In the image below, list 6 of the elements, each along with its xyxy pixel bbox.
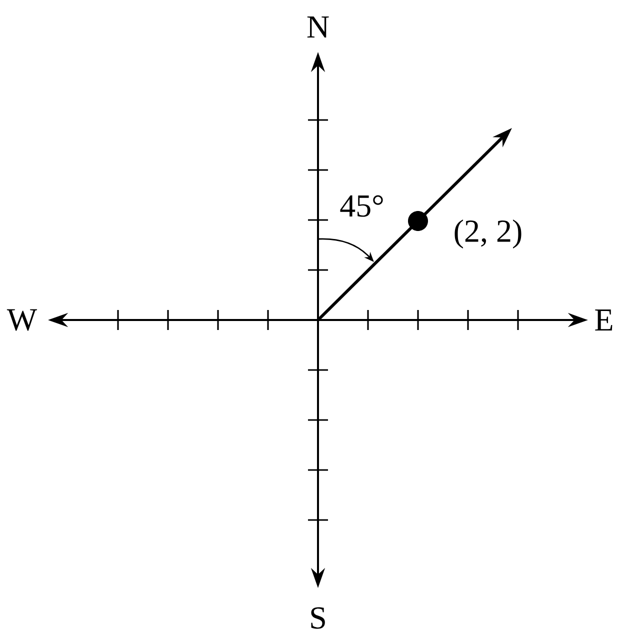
angle-label: 45°	[340, 195, 383, 217]
direction-label: N	[307, 16, 329, 38]
direction-label: E	[595, 310, 612, 330]
direction-label: W	[6, 309, 38, 331]
direction-label: S	[311, 607, 325, 629]
coordinate-label: (2, 2)	[454, 220, 522, 248]
